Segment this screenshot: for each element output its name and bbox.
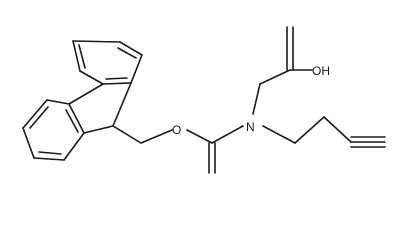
bond: [112, 125, 142, 144]
double-bond-inner: [78, 44, 86, 69]
bond: [186, 129, 213, 144]
atom-label-nitrogen: N: [246, 120, 255, 134]
bond: [252, 83, 261, 115]
double-bond-inner: [65, 109, 79, 133]
bond: [68, 103, 85, 134]
fluorene-bottom-ring: [22, 99, 85, 161]
bond: [22, 99, 48, 129]
double-bond-inner: [29, 106, 49, 129]
molecule-structure: O N OH: [22, 26, 386, 174]
bond: [259, 69, 291, 85]
bond: [211, 125, 244, 144]
bond: [72, 40, 81, 72]
bond: [112, 82, 132, 127]
carbamate-chain: [112, 125, 244, 174]
fluorene-five-ring: [68, 82, 132, 134]
bond: [46, 99, 70, 105]
bond: [83, 125, 114, 134]
bond: [63, 132, 85, 161]
acetic-acid-arm: [252, 26, 313, 115]
double-bond-inner: [38, 151, 62, 155]
bond: [140, 129, 173, 144]
bond: [102, 82, 132, 85]
bond: [262, 125, 296, 144]
bond: [79, 70, 104, 85]
bond: [323, 116, 352, 143]
double-bond-inner: [105, 77, 128, 80]
butynyl-arm: [262, 116, 386, 148]
bond: [119, 41, 143, 56]
bond: [22, 127, 35, 159]
atom-label-ester-oxygen: O: [172, 123, 181, 137]
bond: [130, 54, 143, 84]
bond: [72, 40, 121, 43]
bond: [294, 116, 325, 144]
fluorene-top-ring: [72, 40, 143, 85]
bond: [33, 157, 65, 161]
double-bond-inner: [117, 47, 137, 59]
atom-label-hydroxyl: OH: [312, 64, 330, 78]
bond: [68, 83, 104, 105]
